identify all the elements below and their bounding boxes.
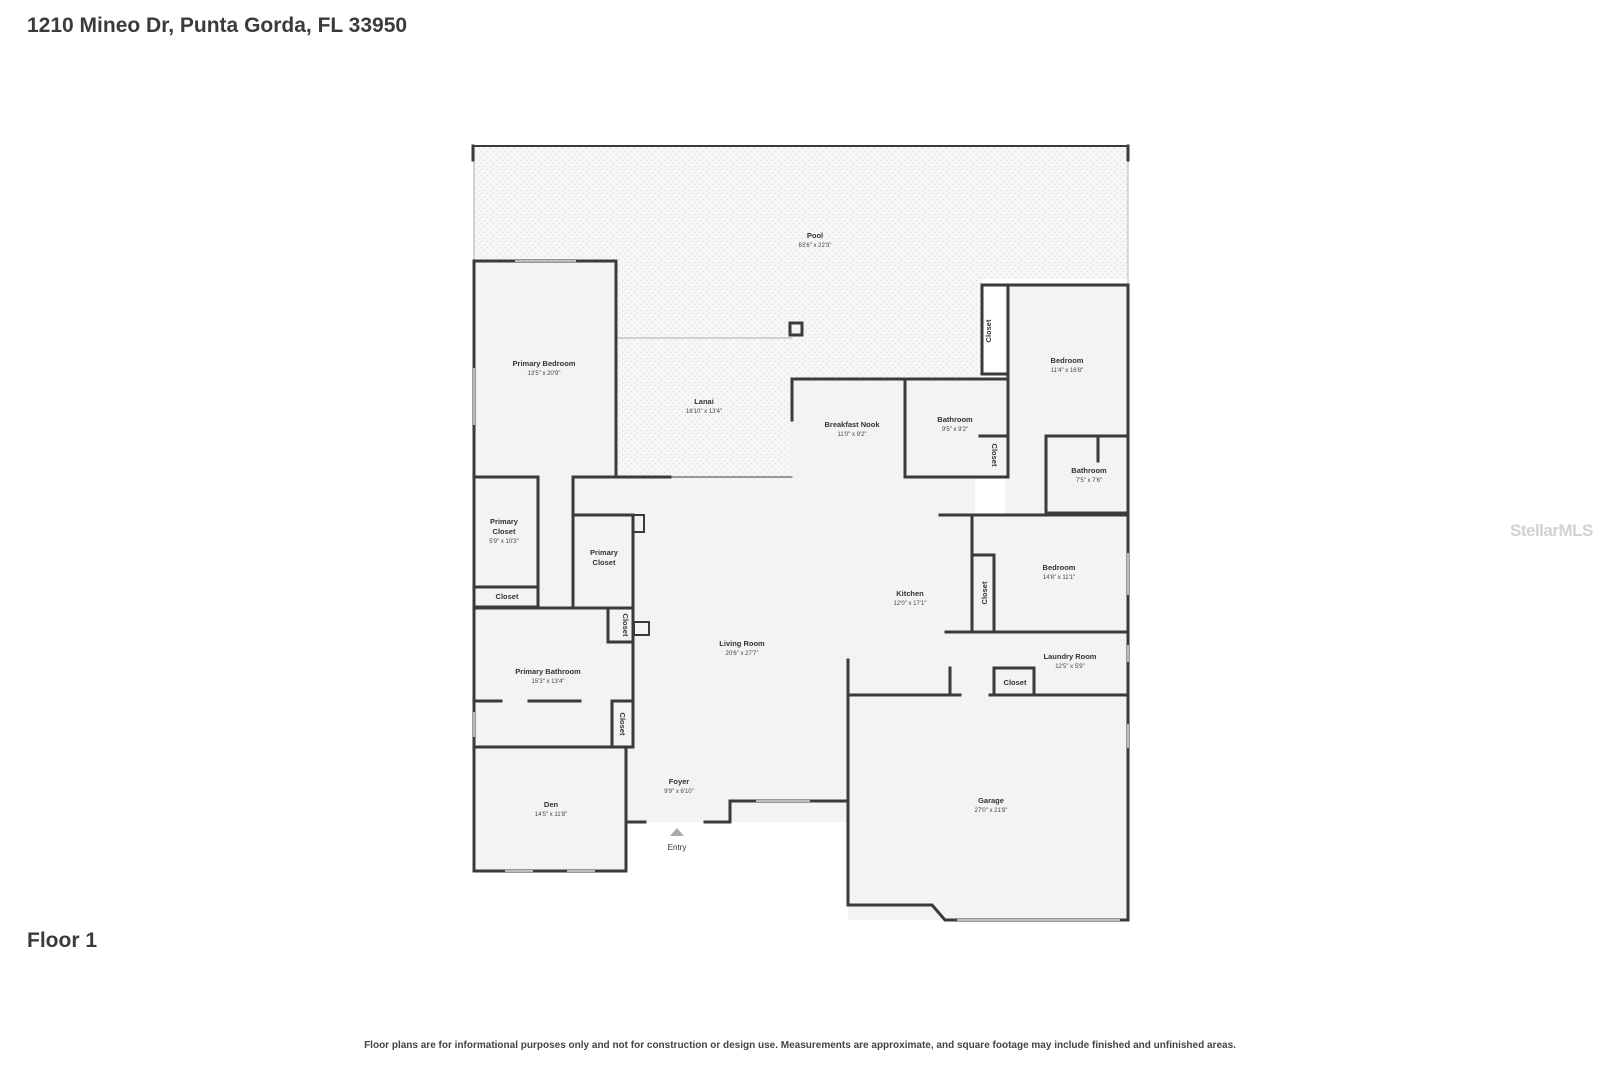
walls bbox=[471, 144, 1130, 922]
room-name-closet-f: Closet bbox=[980, 581, 989, 604]
room-labels: Pool 63'6" x 22'3" Lanai 16'10" x 13'4" … bbox=[489, 231, 1107, 818]
room-dims-breakfast-nook: 11'0" x 9'2" bbox=[837, 432, 866, 438]
room-name-bedroom-2: Bedroom bbox=[1043, 563, 1076, 572]
room-dims-den: 14'5" x 11'8" bbox=[535, 812, 567, 818]
floor-label: Floor 1 bbox=[27, 929, 98, 952]
room-dims-lanai: 16'10" x 13'4" bbox=[686, 409, 722, 415]
room-dims-pool: 63'6" x 22'3" bbox=[799, 243, 832, 249]
pool-area bbox=[473, 147, 1128, 279]
room-name-closet-c: Closet bbox=[618, 713, 627, 736]
room-dims-bathroom-2: 7'5" x 7'6" bbox=[1076, 478, 1102, 484]
room-name-kitchen: Kitchen bbox=[896, 589, 924, 598]
room-name-bathroom-1: Bathroom bbox=[937, 415, 973, 424]
room-dims-kitchen: 12'0" x 17'1" bbox=[894, 601, 927, 607]
room-name-garage: Garage bbox=[978, 796, 1004, 805]
room-dims-garage: 27'0" x 21'8" bbox=[975, 808, 1008, 814]
room-name-bedroom-1: Bedroom bbox=[1051, 356, 1084, 365]
stellarmls-watermark: StellarMLS bbox=[1510, 521, 1593, 540]
room-name-pool: Pool bbox=[807, 231, 823, 240]
room-name-closet-e: Closet bbox=[990, 444, 999, 467]
property-address: 1210 Mineo Dr, Punta Gorda, FL 33950 bbox=[27, 14, 408, 37]
room-dims-bedroom-1: 11'4" x 16'8" bbox=[1051, 368, 1083, 374]
room-dims-primary-bedroom: 13'5" x 20'9" bbox=[528, 371, 561, 377]
footer-disclaimer: Floor plans are for informational purpos… bbox=[364, 1040, 1236, 1051]
room-name-closet-g: Closet bbox=[1004, 678, 1027, 687]
room-name-closet-a: Closet bbox=[496, 592, 519, 601]
room-name-primary-closet-1: Primary bbox=[490, 517, 519, 526]
entry-label: Entry bbox=[668, 843, 687, 852]
room-dims-primary-closet-1: 5'9" x 10'3" bbox=[489, 539, 519, 545]
room-name-laundry-room: Laundry Room bbox=[1044, 652, 1097, 661]
room-name-lanai: Lanai bbox=[694, 397, 714, 406]
room-name-closet-b: Closet bbox=[621, 614, 630, 637]
room-dims-primary-bathroom: 15'3" x 13'4" bbox=[532, 679, 565, 685]
room-name-primary-bedroom: Primary Bedroom bbox=[513, 359, 576, 368]
room-name-foyer: Foyer bbox=[669, 777, 690, 786]
room-name-breakfast-nook: Breakfast Nook bbox=[824, 420, 880, 429]
room-name-living-room: Living Room bbox=[719, 639, 765, 648]
room-name-primary-bathroom: Primary Bathroom bbox=[515, 667, 581, 676]
lanai-area bbox=[616, 340, 792, 477]
windows bbox=[473, 260, 1129, 921]
room-dims-foyer: 9'9" x 6'10" bbox=[664, 789, 694, 795]
entry-arrow-icon bbox=[670, 828, 684, 836]
room-name-bathroom-2: Bathroom bbox=[1071, 466, 1107, 475]
room-dims-bathroom-1: 9'5" x 9'2" bbox=[942, 427, 968, 433]
room-dims-living-room: 20'6" x 27'7" bbox=[726, 651, 759, 657]
room-dims-bedroom-2: 14'8" x 11'1" bbox=[1043, 575, 1075, 581]
room-name2-primary-closet-2: Closet bbox=[593, 558, 616, 567]
room-dims-laundry-room: 12'5" x 5'9" bbox=[1055, 664, 1085, 670]
room-name-closet-d: Closet bbox=[984, 319, 993, 342]
room-name-primary-closet-2: Primary bbox=[590, 548, 619, 557]
room-name-den: Den bbox=[544, 800, 559, 809]
room-name2-primary-closet-1: Closet bbox=[493, 527, 516, 536]
